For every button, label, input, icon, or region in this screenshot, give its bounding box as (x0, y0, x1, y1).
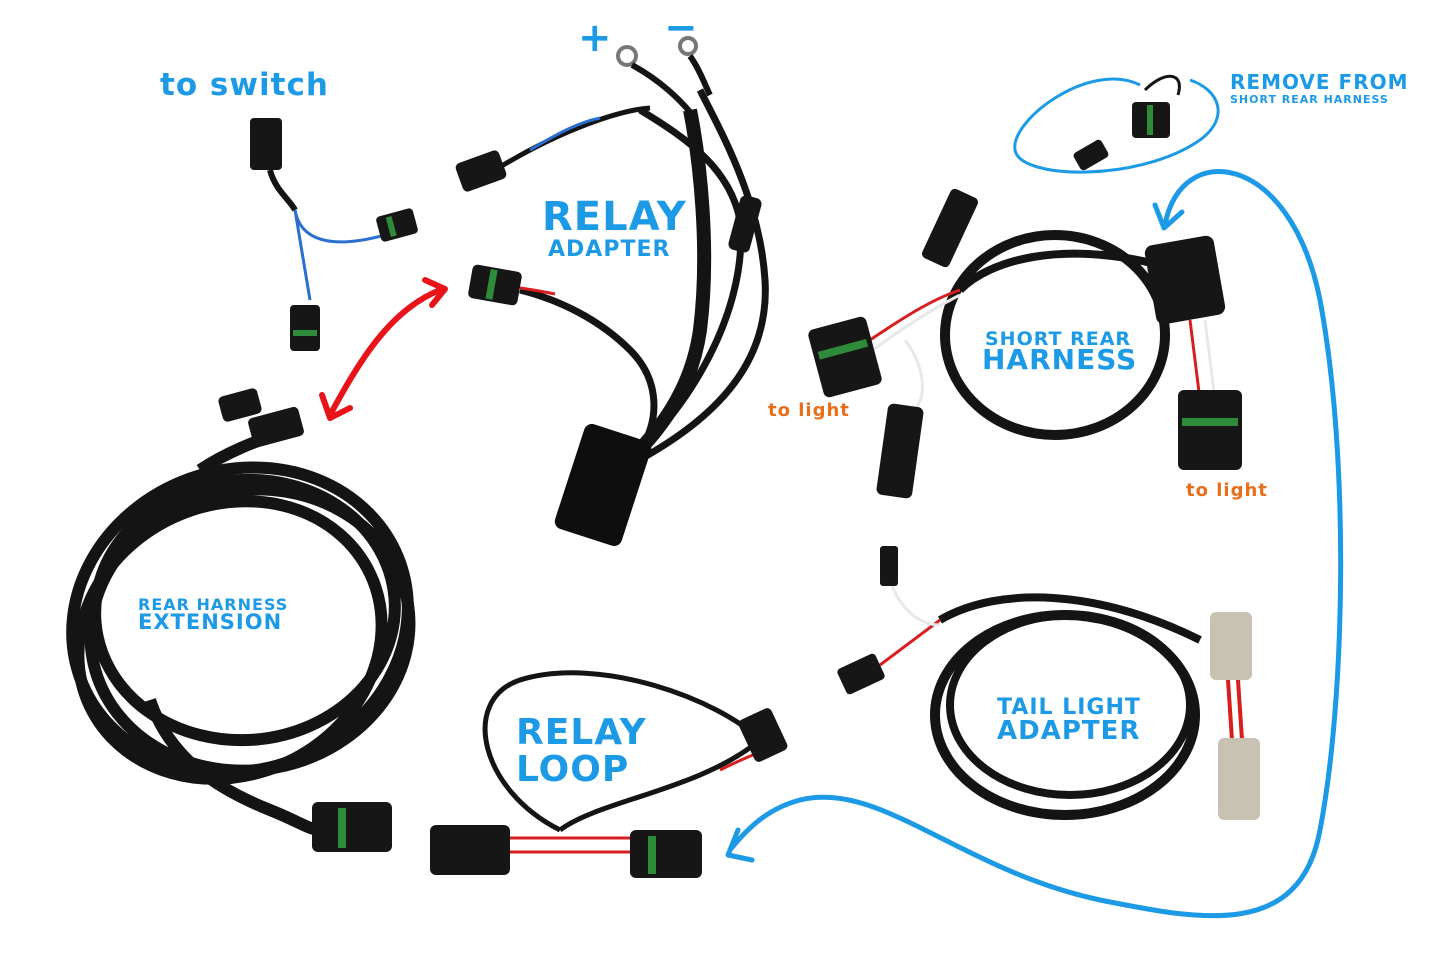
short-rear-harness (808, 188, 1242, 499)
remove-from-title: REMOVE FROM (1230, 70, 1409, 94)
negative-symbol: − (664, 5, 699, 51)
extension-top-connector (248, 406, 304, 448)
loop-small-connector (738, 708, 788, 762)
extension-top-connector-b (218, 388, 262, 422)
rear-harness-extension (66, 419, 416, 836)
removed-small-connector (1073, 139, 1109, 171)
rear-harness-extension-subtitle: EXTENSION (138, 610, 283, 634)
relay-switch-connector (455, 150, 507, 192)
short-rear-wp-connector-left (808, 316, 882, 398)
short-rear-top-connector (921, 188, 979, 268)
tail-tan-connector-bottom (1218, 738, 1260, 820)
blue-route-arrow (727, 169, 1344, 919)
relay-body (554, 423, 652, 547)
relay-loop-title: RELAY (516, 712, 647, 753)
positive-symbol: + (578, 15, 613, 61)
switch-pigtail (250, 118, 418, 351)
switch-wp-connector-a (376, 208, 418, 242)
tail-small-connector-top (880, 546, 898, 586)
to-light-right-label: to light (1186, 480, 1268, 501)
fuse-holder (728, 195, 762, 253)
relay-adapter (455, 36, 769, 547)
switch-connector (250, 118, 282, 170)
to-light-left-label: to light (768, 400, 850, 421)
negative-ring-terminal (678, 36, 698, 56)
relay-loop (430, 670, 788, 878)
extension-end-connector (312, 802, 392, 852)
relay-loop-subtitle: LOOP (516, 749, 630, 790)
relay-adapter-subtitle: ADAPTER (548, 237, 671, 262)
short-rear-large-connector (1144, 235, 1226, 325)
red-connect-arrow (327, 287, 443, 418)
tail-light-adapter-subtitle: ADAPTER (997, 716, 1141, 746)
positive-ring-terminal (616, 45, 638, 67)
remove-from-subtitle: SHORT REAR HARNESS (1230, 93, 1389, 106)
tail-light-adapter (837, 546, 1260, 820)
rear-harness-extension-title: REAR HARNESS (138, 595, 289, 614)
remove-callout (1013, 74, 1220, 174)
tail-light-adapter-title: TAIL LIGHT (997, 695, 1141, 720)
relay-adapter-title: RELAY (542, 194, 687, 240)
short-rear-wp-connector-right (1178, 390, 1242, 470)
tail-tan-connector-top (1210, 612, 1252, 680)
short-rear-harness-subtitle: HARNESS (982, 343, 1138, 376)
loop-large-connector (430, 825, 510, 875)
tail-small-connector-left (837, 653, 885, 695)
short-rear-harness-title: SHORT REAR (985, 328, 1132, 350)
loop-wp-connector (630, 830, 702, 878)
switch-wp-connector-b (290, 305, 320, 351)
short-rear-plug (876, 403, 924, 499)
to-switch-label: to switch (160, 67, 329, 103)
